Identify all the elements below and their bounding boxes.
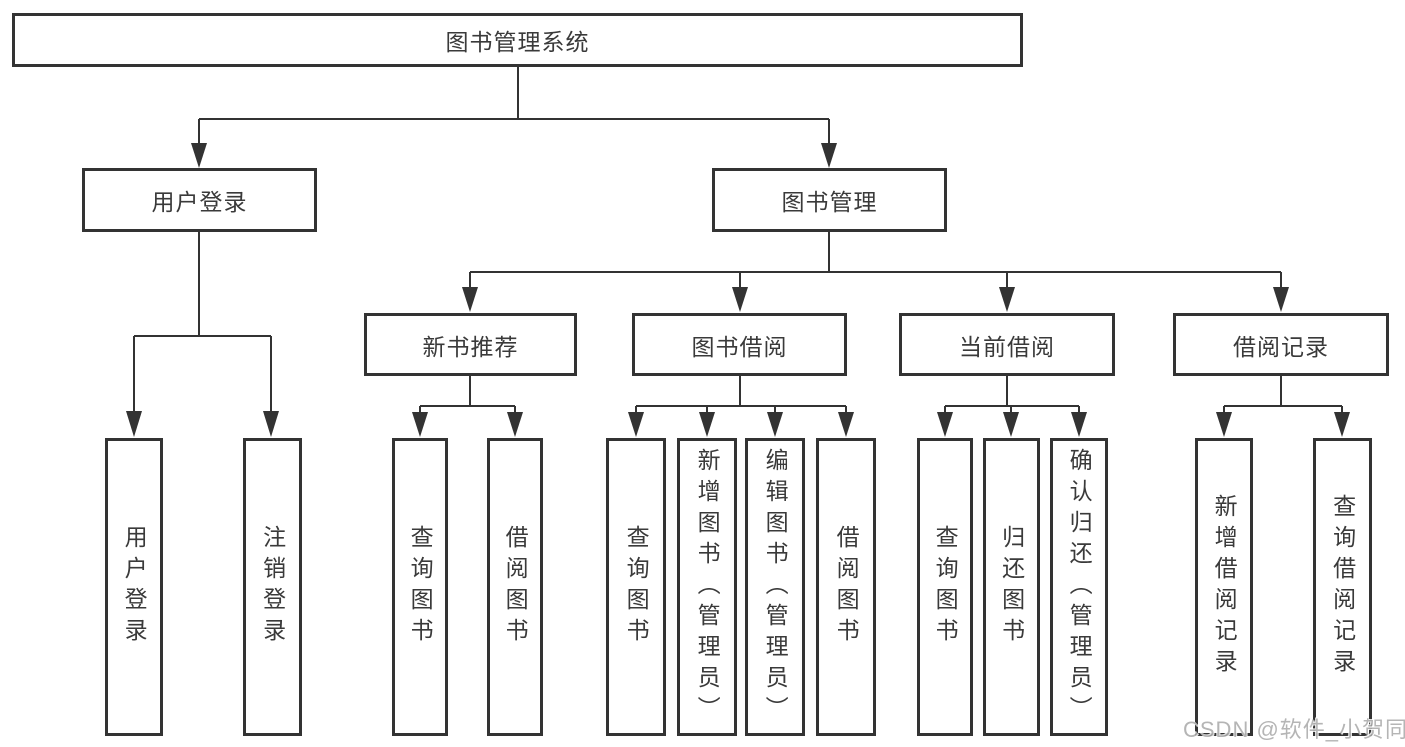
leaf-label: 新增图书（管理员） [694, 448, 721, 727]
leaf-label: 查询图书 [623, 525, 650, 649]
leaf-label: 借阅图书 [833, 525, 860, 649]
leaf-borrow-books-borrowing: 借阅图书 [816, 438, 876, 736]
node-label: 新书推荐 [422, 333, 519, 360]
leaf-add-borrow-record: 新增借阅记录 [1195, 438, 1253, 736]
leaf-query-borrow-record: 查询借阅记录 [1313, 438, 1372, 736]
node-label: 当前借阅 [959, 333, 1055, 360]
leaf-return-books: 归还图书 [983, 438, 1040, 736]
leaf-confirm-return-admin: 确认归还（管理员） [1050, 438, 1108, 736]
node-borrowing-records: 借阅记录 [1173, 313, 1389, 376]
leaf-label: 借阅图书 [502, 525, 529, 649]
leaf-user-login: 用户登录 [105, 438, 163, 736]
node-label: 图书管理 [781, 189, 878, 215]
node-user-login: 用户登录 [82, 168, 317, 232]
leaf-label: 查询图书 [932, 525, 959, 649]
leaf-label: 注销登录 [259, 525, 286, 649]
leaf-add-book-admin: 新增图书（管理员） [677, 438, 737, 736]
node-book-management: 图书管理 [712, 168, 947, 232]
leaf-borrow-books-recommend: 借阅图书 [487, 438, 543, 736]
node-new-book-recommend: 新书推荐 [364, 313, 577, 376]
node-label: 用户登录 [151, 189, 248, 215]
watermark: CSDN @软件_小贺同学 [1183, 717, 1405, 742]
leaf-label: 确认归还（管理员） [1066, 448, 1093, 727]
node-book-borrowing: 图书借阅 [632, 313, 847, 376]
leaf-query-books-borrowing: 查询图书 [606, 438, 666, 736]
leaf-query-books-current: 查询图书 [917, 438, 973, 736]
leaf-logout: 注销登录 [243, 438, 302, 736]
leaf-label: 用户登录 [121, 525, 148, 649]
node-label: 图书管理系统 [445, 29, 590, 55]
leaf-query-books-recommend: 查询图书 [392, 438, 448, 736]
leaf-label: 查询图书 [407, 525, 434, 649]
leaf-label: 编辑图书（管理员） [762, 448, 789, 727]
node-current-borrowing: 当前借阅 [899, 313, 1115, 376]
leaf-edit-book-admin: 编辑图书（管理员） [745, 438, 805, 736]
arrowheads [126, 143, 1350, 437]
node-label: 图书借阅 [691, 333, 788, 360]
leaf-label: 查询借阅记录 [1329, 494, 1356, 680]
node-label: 借阅记录 [1233, 333, 1329, 360]
leaf-label: 新增借阅记录 [1211, 494, 1238, 680]
leaf-label: 归还图书 [998, 525, 1025, 649]
node-library-management-system: 图书管理系统 [12, 13, 1023, 67]
